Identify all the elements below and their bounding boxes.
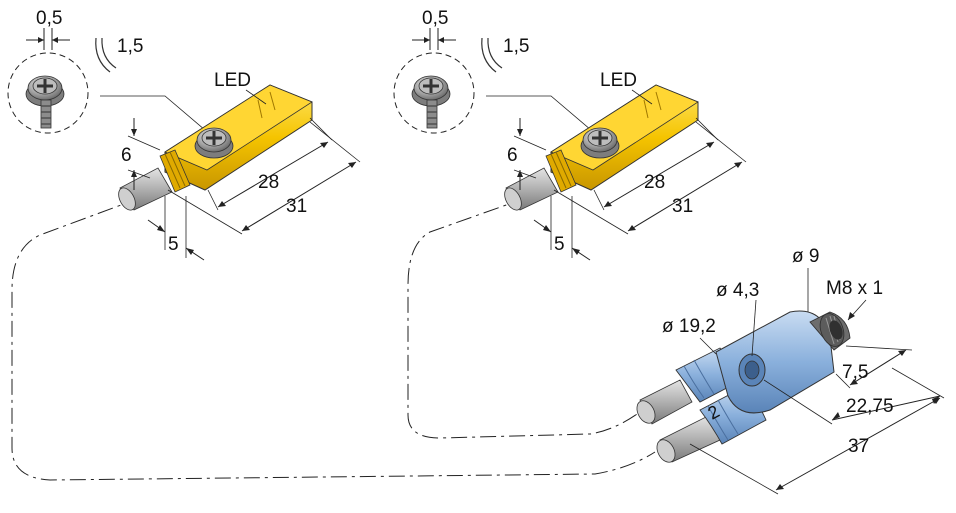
dim-cable-offset: 5 — [554, 234, 565, 255]
dim-screw-slot: 0,5 — [36, 8, 62, 29]
dim-connector-length: 7,5 — [842, 362, 868, 383]
dim-total-length: 31 — [286, 196, 307, 217]
cable-path-left — [11, 197, 656, 481]
splitter: 2 ø 9 M8 x 1 ø 4,3 ø 19,2 7,5 22,75 — [636, 246, 945, 495]
dim-body-length: 28 — [258, 172, 279, 193]
screw-detail-icon — [410, 74, 452, 129]
sensor-left: 0,5 1,5 LED 6 28 31 — [7, 8, 361, 261]
splitter-body — [715, 310, 835, 414]
dim-hole-distance: 22,75 — [846, 396, 894, 417]
sensor-screw-icon — [193, 126, 235, 160]
led-label: LED — [600, 70, 637, 91]
dim-screwdriver: 1,5 — [503, 36, 529, 57]
dim-height: 6 — [121, 145, 132, 166]
dim-connector-diameter: ø 9 — [792, 246, 819, 267]
screwdriver-icon — [95, 37, 117, 73]
screw-detail-icon — [24, 74, 66, 129]
dim-body-diameter: ø 19,2 — [662, 316, 716, 337]
dim-splitter-length: 37 — [848, 436, 869, 457]
screwdriver-icon — [481, 37, 503, 73]
sensor-right: 0,5 1,5 LED 6 28 31 5 — [393, 8, 747, 261]
screw-detail-circle — [7, 52, 89, 134]
led-label: LED — [214, 70, 251, 91]
screw-detail-circle — [393, 52, 475, 134]
cable-path-right — [407, 197, 641, 439]
dim-total-length: 31 — [672, 196, 693, 217]
dim-screwdriver: 1,5 — [117, 36, 143, 57]
dim-body-length: 28 — [644, 172, 665, 193]
dim-height: 6 — [507, 145, 518, 166]
dim-hole-diameter: ø 4,3 — [716, 280, 759, 301]
dim-thread: M8 x 1 — [826, 278, 883, 299]
dim-cable-offset: 5 — [168, 234, 179, 255]
sensor-screw-icon — [579, 126, 621, 160]
dim-screw-slot: 0,5 — [422, 8, 448, 29]
